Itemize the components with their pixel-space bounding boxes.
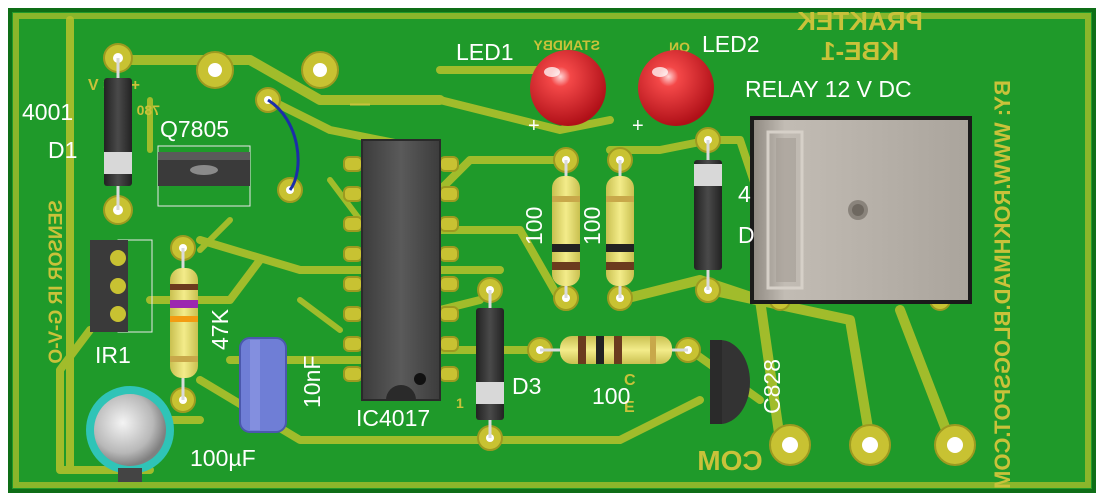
label-d2-partial: 4 [738, 181, 751, 207]
label-d1: D1 [48, 137, 77, 163]
label-c828: C828 [759, 359, 785, 414]
regulator-q7805 [157, 145, 251, 207]
pcb-edge-trace [13, 13, 1091, 488]
component-labels: LED1 LED2 RELAY 12 V DC 4001 D1 Q7805 10… [22, 31, 912, 471]
label-c-100uf: 100µF [190, 445, 256, 471]
label-led1: LED1 [456, 39, 514, 65]
capacitor-100uf [86, 386, 174, 482]
silk-title-line2: KBE-1 [821, 36, 899, 66]
silk-title-line1: PRAKTEK [797, 6, 923, 36]
label-ir1: IR1 [95, 342, 131, 368]
ir-sensor-ir1 [90, 239, 153, 333]
relay-12v [750, 116, 972, 304]
silk-1: 1 [456, 395, 464, 411]
silk-c: C [624, 372, 636, 389]
label-relay: RELAY 12 V DC [745, 76, 912, 102]
label-ic4017: IC4017 [356, 405, 430, 431]
svg-text:+: + [528, 115, 540, 137]
led2: + [632, 50, 714, 137]
label-r-47k: 47K [207, 308, 233, 350]
silkscreen: PRAKTEK KBE-1 BY: WWW.ROKHMAD.BLOGSPOT.C… [46, 6, 1015, 489]
ic4017 [361, 139, 441, 401]
led1: + [528, 50, 606, 137]
silk-standby: STANDBY [533, 37, 600, 53]
silk-com: COM [697, 445, 762, 476]
svg-text:+: + [632, 115, 644, 137]
resistor-100-b [606, 160, 634, 298]
diode-d3 [476, 290, 504, 438]
resistor-100-c [540, 336, 688, 364]
transistor-c828 [710, 340, 750, 424]
label-q7805: Q7805 [160, 116, 229, 142]
label-r-100-a: 100 [521, 207, 547, 245]
silk-minus: — [350, 93, 370, 115]
silk-e: E [624, 399, 635, 416]
silk-780: 780 [136, 102, 160, 118]
label-d2-partial-b: D [738, 222, 755, 248]
label-r-100-b: 100 [579, 207, 605, 245]
capacitor-10nf [239, 337, 287, 433]
jumper-wire [267, 98, 300, 191]
label-c-10nf: 10nF [299, 356, 325, 408]
ic4017-pins [343, 156, 459, 382]
diode-d2 [694, 140, 722, 290]
label-led2: LED2 [702, 31, 760, 57]
label-d1-type: 4001 [22, 99, 73, 125]
resistor-47k [170, 248, 198, 400]
silk-by-line: BY: WWW.ROKHMAD.BLOGSPOT.COM [990, 80, 1015, 489]
diode-d1 [104, 58, 132, 210]
label-r-100-c: 100 [592, 383, 630, 409]
silk-sensor: SENSOR IR G-V-O [46, 200, 67, 364]
label-d3: D3 [512, 373, 541, 399]
resistor-100-a [552, 160, 580, 298]
